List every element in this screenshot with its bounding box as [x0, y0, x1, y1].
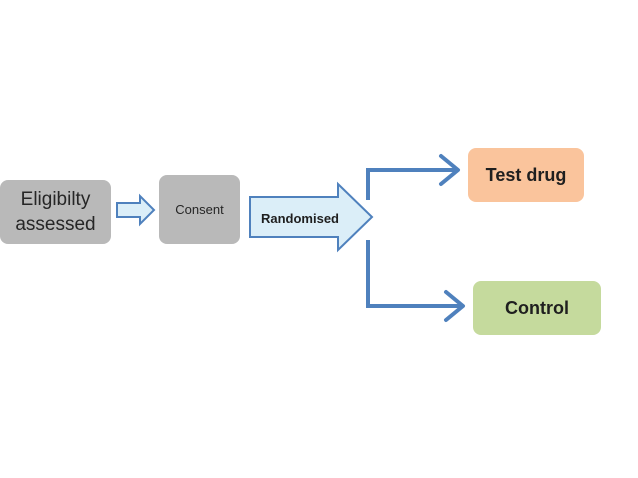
- branch-to-test-drug: [366, 154, 460, 200]
- node-eligibility-assessed: Eligibilty assessed: [0, 180, 111, 244]
- arrow-eligibility-to-consent: [116, 193, 156, 227]
- node-consent-label: Consent: [175, 202, 224, 217]
- arrow-randomised: [249, 181, 374, 253]
- node-eligibility-label: Eligibilty assessed: [15, 189, 96, 235]
- node-control: Control: [473, 281, 601, 335]
- node-test-drug-label: Test drug: [485, 164, 567, 185]
- branch-to-control: [366, 240, 465, 322]
- node-randomised-label: Randomised: [260, 210, 339, 226]
- node-control-label: Control: [505, 297, 569, 318]
- node-consent: Consent: [159, 175, 240, 244]
- node-test-drug: Test drug: [468, 148, 584, 202]
